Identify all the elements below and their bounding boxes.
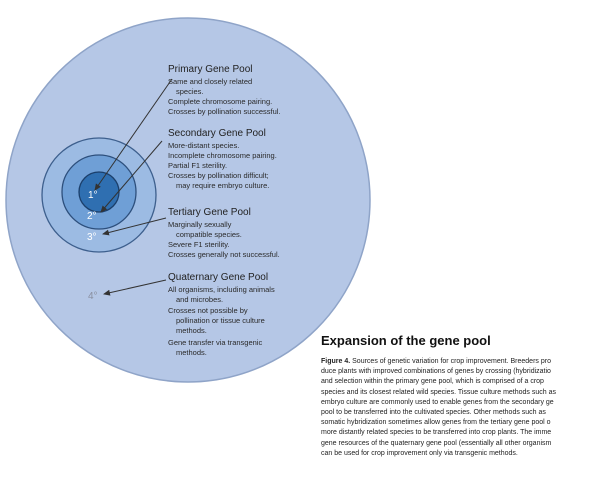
primary-pool-line: Complete chromosome pairing. <box>168 97 272 106</box>
quaternary-pool-line: Crosses not possible by <box>168 306 248 315</box>
caption-line: species and its closest related wild spe… <box>321 388 557 396</box>
secondary-pool-arrow <box>100 140 163 213</box>
caption-line: duce plants with improved combinations o… <box>321 368 551 376</box>
secondary-pool-number: 2° <box>87 211 97 222</box>
primary-pool-line: Crosses by pollination successful. <box>168 107 281 116</box>
primary-pool-arrow <box>94 78 173 191</box>
tertiary-pool-line: Marginally sexually <box>168 220 232 229</box>
secondary-pool-label: Secondary Gene Pool More-distant species… <box>168 128 277 190</box>
caption-title: Expansion of the gene pool <box>321 333 491 348</box>
quaternary-pool-title: Quaternary Gene Pool <box>168 272 268 283</box>
caption-line: can be used for crop improvement only vi… <box>321 449 518 457</box>
tertiary-pool-title: Tertiary Gene Pool <box>168 207 251 218</box>
secondary-pool-line: More-distant species. <box>168 141 239 150</box>
caption-line: gene resources of the quaternary gene po… <box>321 439 552 447</box>
quaternary-pool-line: methods. <box>176 348 207 357</box>
primary-pool-label: Primary Gene Pool Same and closely relat… <box>168 64 281 116</box>
caption-line: embryo culture are commonly used to enab… <box>321 398 554 406</box>
tertiary-pool-label: Tertiary Gene Pool Marginally sexually c… <box>168 207 280 259</box>
quaternary-pool-line: methods. <box>176 326 207 335</box>
quaternary-pool-line: Gene transfer via transgenic <box>168 338 262 347</box>
quaternary-pool-circle <box>5 17 371 383</box>
figure-caption: Expansion of the gene pool Figure 4. Sou… <box>321 333 600 459</box>
caption-line: Figure 4. Sources of genetic variation f… <box>321 357 600 367</box>
quaternary-pool-label: Quaternary Gene Pool All organisms, incl… <box>168 272 275 357</box>
tertiary-pool-line: Crosses generally not successful. <box>168 250 280 259</box>
quaternary-pool-number: 4° <box>88 291 98 302</box>
tertiary-pool-number: 3° <box>87 232 97 243</box>
secondary-pool-line: Partial F1 sterility. <box>168 161 227 170</box>
quaternary-pool-line: and microbes. <box>176 295 223 304</box>
caption-line: somatic hybridization sometimes allow ge… <box>321 419 551 427</box>
primary-pool-line: Same and closely related <box>168 77 252 86</box>
caption-line: more distantly related species to be tra… <box>321 429 552 437</box>
caption-text: Sources of genetic variation for crop im… <box>352 358 551 365</box>
tertiary-pool-arrow <box>102 217 167 236</box>
figure-label: Figure 4. <box>321 358 351 365</box>
primary-pool-title: Primary Gene Pool <box>168 64 252 75</box>
tertiary-pool-line: compatible species. <box>176 230 242 239</box>
secondary-pool-line: Crosses by pollination difficult; <box>168 171 269 180</box>
quaternary-pool-line: All organisms, including animals <box>168 285 275 294</box>
quaternary-pool-line: pollination or tissue culture <box>176 316 265 325</box>
secondary-pool-line: may require embryo culture. <box>176 181 269 190</box>
caption-line: and selection within the primary gene po… <box>321 378 544 386</box>
primary-pool-circle <box>78 171 120 213</box>
caption-line: pool to be transferred into the cultivat… <box>321 409 546 417</box>
primary-pool-line: species. <box>176 87 204 96</box>
primary-pool-number: 1° <box>88 190 98 201</box>
tertiary-pool-line: Severe F1 sterility. <box>168 240 230 249</box>
secondary-pool-title: Secondary Gene Pool <box>168 128 266 139</box>
caption-body: Figure 4. Sources of genetic variation f… <box>321 357 600 459</box>
quaternary-pool-arrow <box>103 279 167 296</box>
secondary-pool-line: Incomplete chromosome pairing. <box>168 151 277 160</box>
